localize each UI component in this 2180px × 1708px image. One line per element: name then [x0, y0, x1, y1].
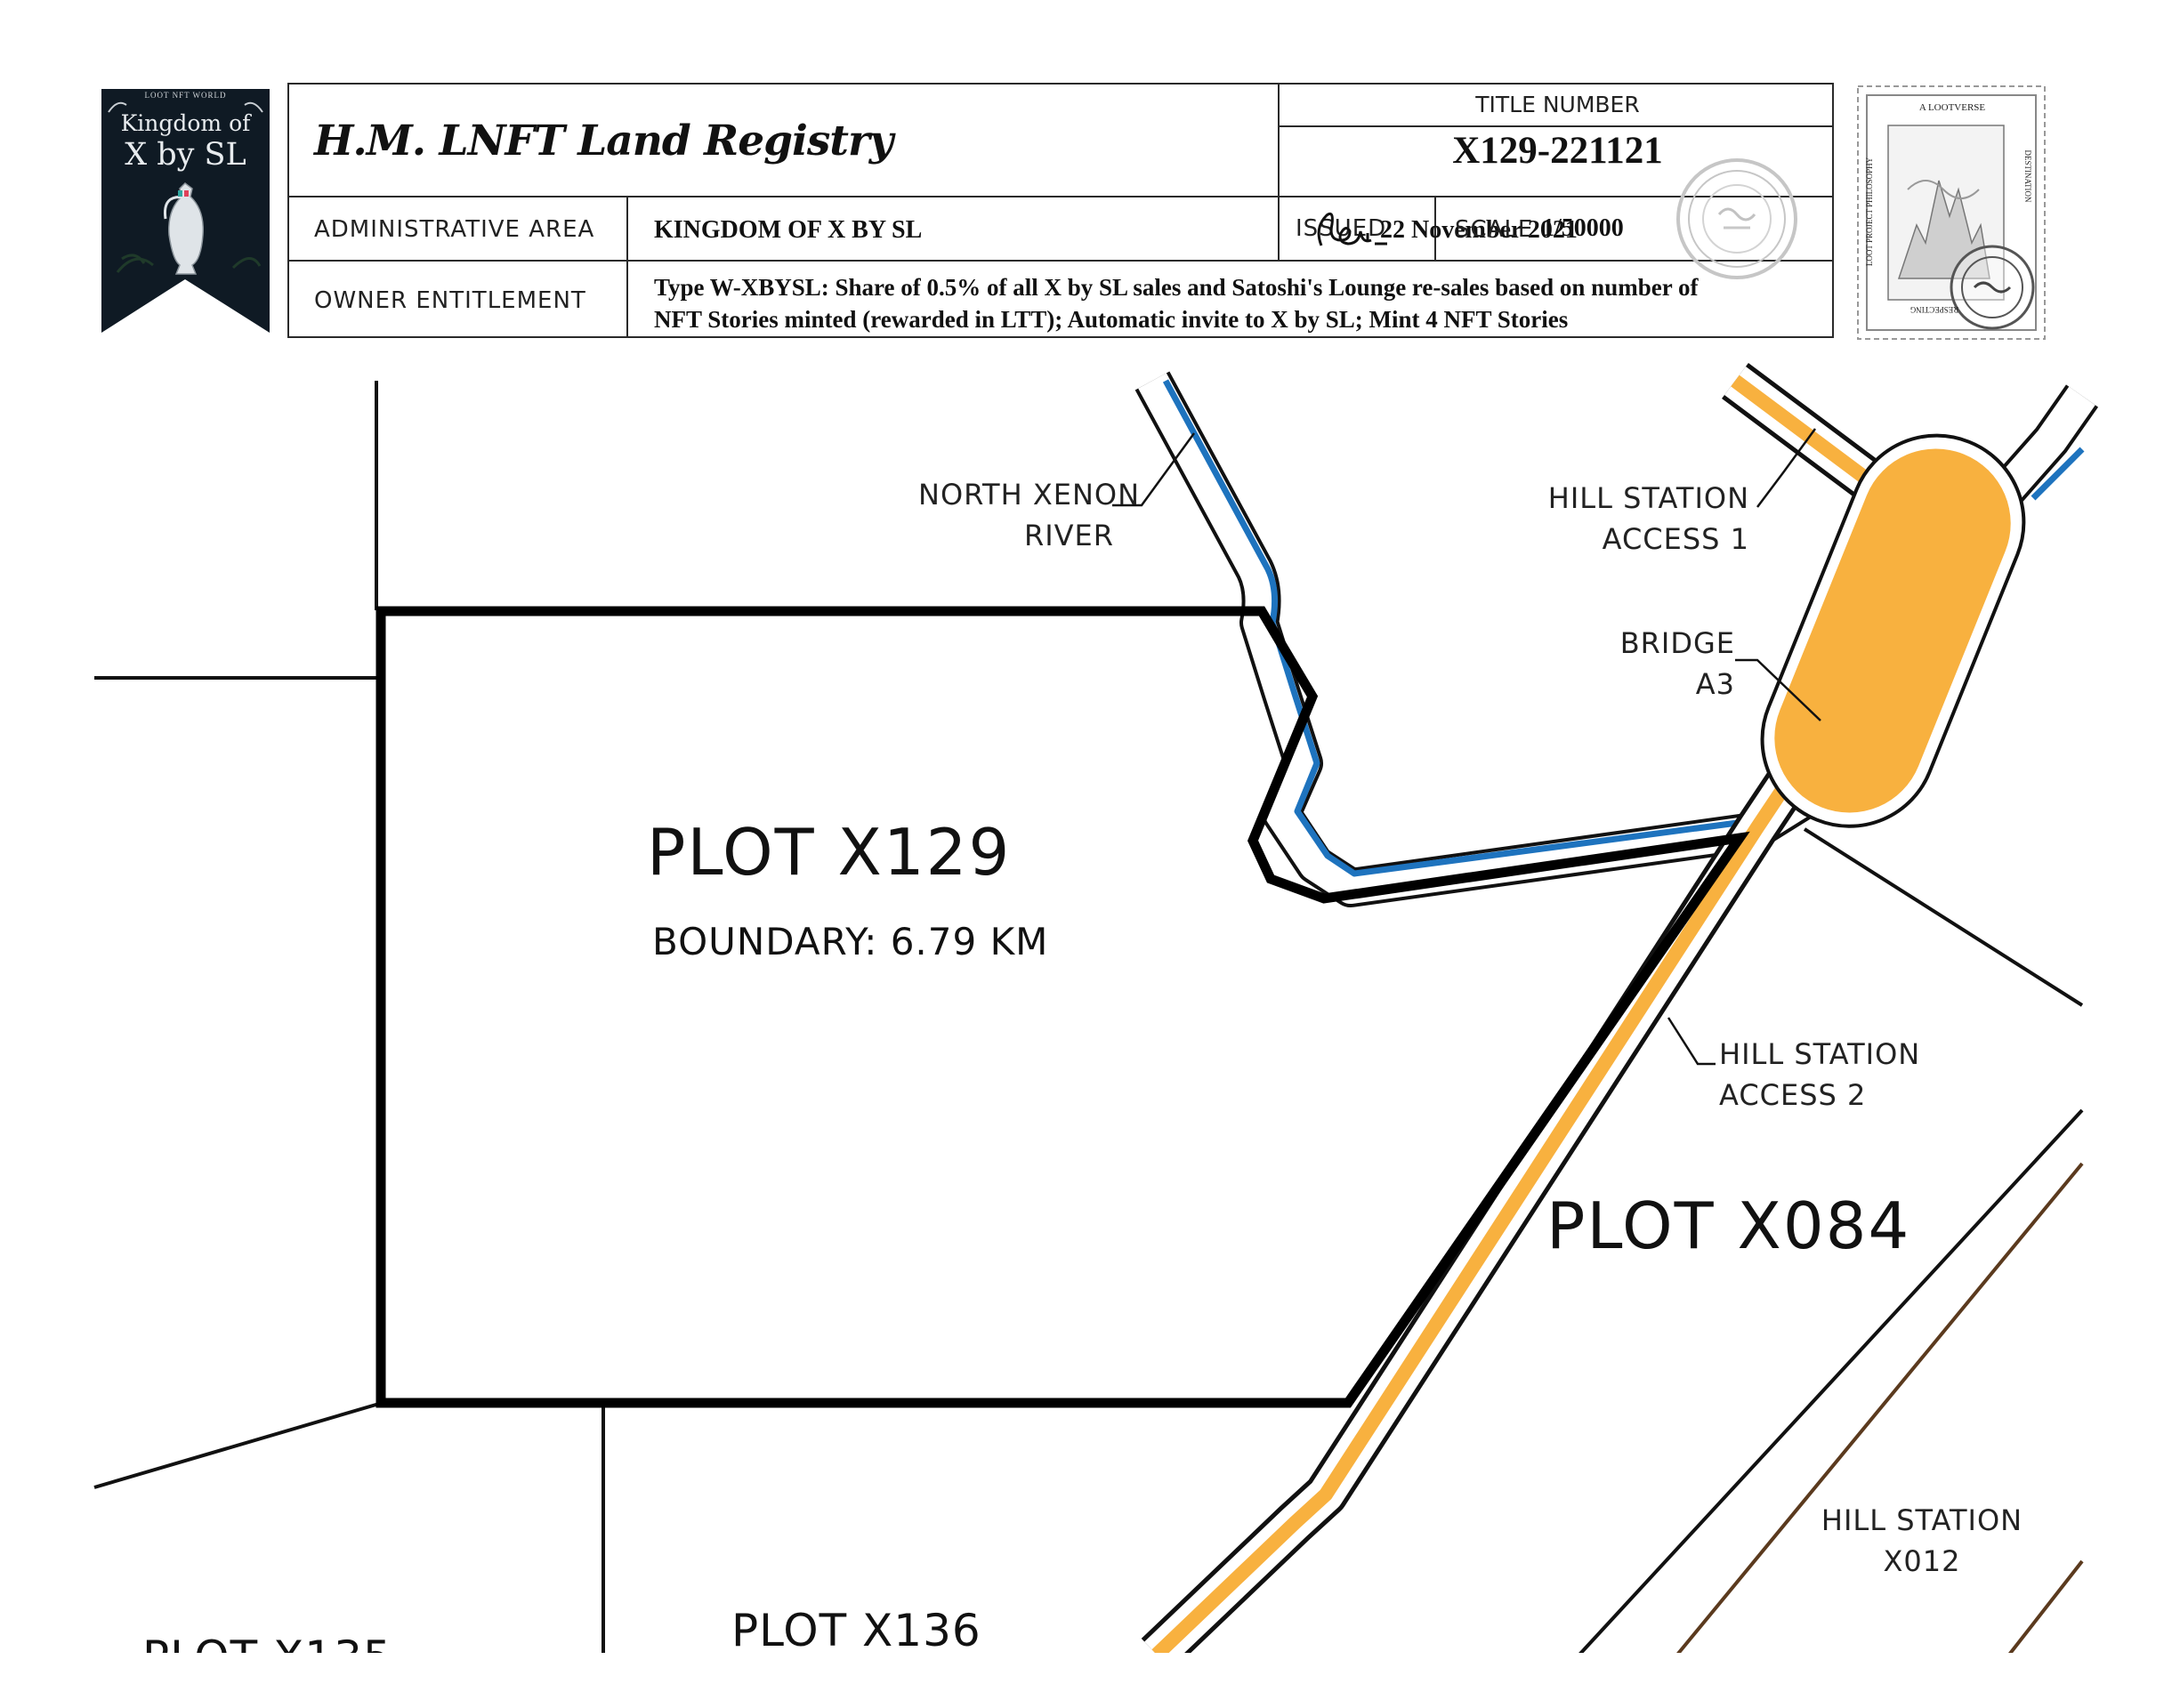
registry-header-table: H.M. LNFT Land Registry TITLE NUMBER X12… — [287, 83, 1834, 338]
hill-station-label-line: HILL STATION — [1821, 1503, 2023, 1537]
hill-station-access2-label: HILL STATION ACCESS 2 — [1719, 1034, 1950, 1116]
access2-label-line: ACCESS 2 — [1719, 1078, 1867, 1112]
river-label-line: RIVER — [1023, 519, 1114, 552]
kingdom-banner-logo: LOOT NFT WORLD Kingdom of X by SL — [100, 85, 271, 333]
leader-line — [1112, 432, 1196, 507]
owner-entitlement-line: Type W-XBYSL: Share of 0.5% of all X by … — [654, 274, 1699, 301]
seal-icon — [1676, 158, 1797, 279]
bridge-a3 — [1760, 433, 2026, 828]
access1-label-line: HILL STATION — [1547, 481, 1749, 515]
leader-line — [1756, 428, 1817, 508]
plot-boundary-length: BOUNDARY: 6.79 KM — [652, 920, 1049, 963]
bridge-a3-label: BRIDGE A3 — [1584, 623, 1735, 705]
table-divider — [289, 260, 1834, 262]
postage-stamp: A LOOTVERSE LOOT PROJECT PHILOSOPHY DEST… — [1854, 83, 2048, 342]
river-label-line: NORTH XENON — [918, 478, 1141, 512]
administrative-area-value: KINGDOM OF X BY SL — [654, 216, 923, 244]
owner-entitlement-line: NFT Stories minted (rewarded in LTT); Au… — [654, 306, 1569, 333]
banner-kingdom-line: Kingdom of — [120, 110, 251, 136]
owner-entitlement-label: OWNER ENTITLEMENT — [314, 287, 586, 314]
table-divider — [1434, 196, 1436, 260]
scale-label: SCALE — [1455, 216, 1534, 243]
leader-line — [1735, 658, 1821, 721]
banner-small-text: LOOT NFT WORLD — [144, 91, 227, 100]
hill-station-label-line: X012 — [1883, 1544, 1961, 1578]
table-divider — [1278, 85, 1280, 260]
hill-station-access1-label: HILL STATION ACCESS 1 — [1522, 478, 1749, 560]
title-number-label: TITLE NUMBER — [1475, 92, 1640, 117]
railway-line — [1675, 1162, 2084, 1656]
bridge-label-line: BRIDGE — [1619, 626, 1735, 660]
amphora-icon — [163, 182, 204, 275]
hill-station-x012-label: HILL STATION X012 — [1815, 1500, 2029, 1582]
plot-boundary-line — [1803, 827, 2084, 1007]
title-number: X129-221121 — [1452, 130, 1663, 172]
plot-boundary-line — [1578, 1108, 2084, 1656]
river-label: NORTH XENON RIVER — [918, 474, 1141, 556]
owner-entitlement-text: Type W-XBYSL: Share of 0.5% of all X by … — [654, 271, 1811, 335]
issued-date: 22 November 2021 — [1380, 216, 1578, 244]
administrative-area-label: ADMINISTRATIVE AREA — [314, 216, 595, 243]
registry-title: H.M. LNFT Land Registry — [314, 117, 893, 165]
table-divider — [1280, 125, 1834, 127]
plot-x084-title: PLOT X084 — [1546, 1188, 1911, 1263]
leader-line — [1667, 1017, 1716, 1066]
stamp-top-text: A LOOTVERSE — [1918, 102, 1986, 113]
banner-name-line: X by SL — [125, 137, 246, 173]
plot-boundaries — [93, 381, 2084, 1656]
label-leaders — [1112, 428, 1821, 1066]
plot-boundary-line — [93, 1402, 380, 1489]
access2-label-line: HILL STATION — [1719, 1037, 1921, 1071]
table-divider — [626, 196, 628, 338]
plot-x129-boundary — [375, 606, 1750, 1408]
signature-icon — [1317, 212, 1387, 246]
plot-x136-title: PLOT X136 — [731, 1605, 981, 1656]
scale-value: 1/50000 — [1542, 214, 1624, 242]
plot-x129-title: PLOT X129 — [647, 815, 1012, 890]
map-bottom-mask — [0, 1653, 2180, 1708]
banner-shape — [101, 89, 270, 333]
stamp-image — [1857, 85, 2046, 340]
bridge-label-line: A3 — [1695, 667, 1735, 701]
table-divider — [289, 196, 1834, 197]
access1-label-line: ACCESS 1 — [1602, 522, 1749, 556]
